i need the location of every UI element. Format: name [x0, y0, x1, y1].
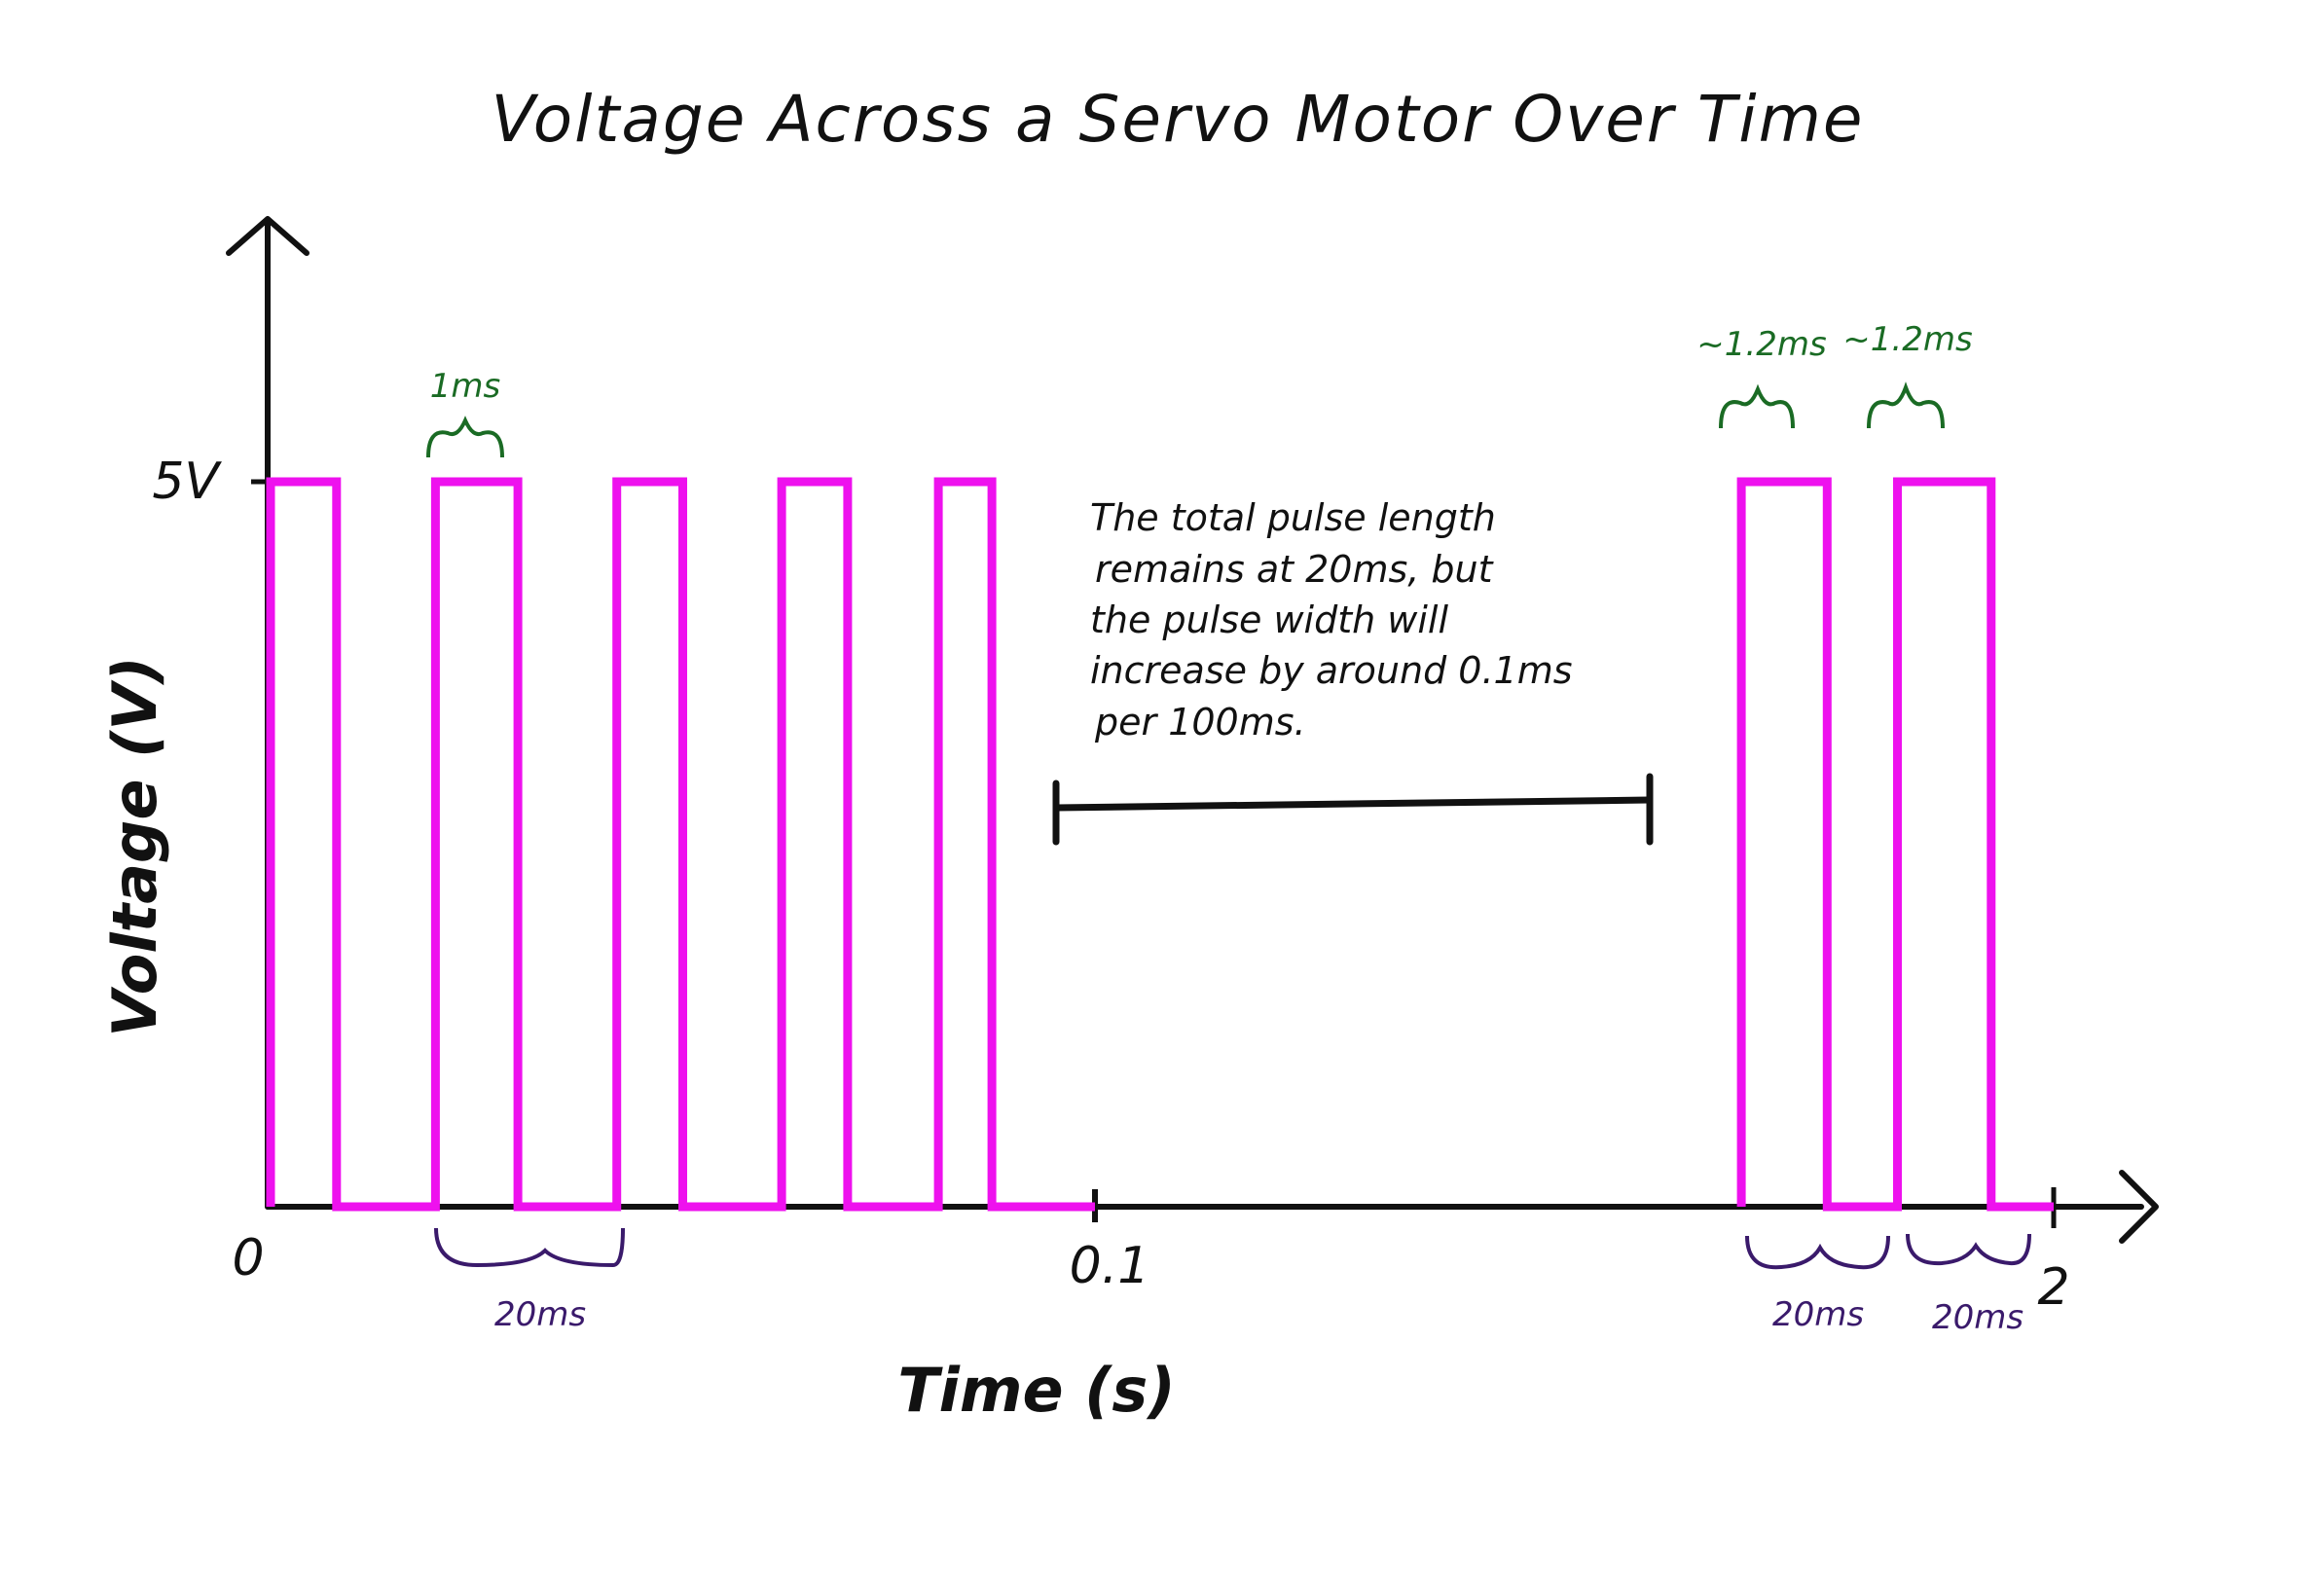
- y-tick-label-5v: 5V: [152, 453, 222, 511]
- pulse-segment-2: [1736, 477, 2054, 1212]
- annotation-period-late-2: 20ms: [1932, 1298, 2024, 1337]
- annotation-pulse-width-late-2: ~1.2ms: [1842, 320, 1972, 359]
- pulse-width-annotations: 1ms ~1.2ms ~1.2ms: [426, 320, 1973, 458]
- note-block: The total pulse length remains at 20ms, …: [1090, 496, 1573, 744]
- pulse-1-3: [617, 482, 683, 1207]
- pulse-train: [266, 477, 2054, 1212]
- annotation-pulse-width-first: 1ms: [430, 367, 500, 406]
- brace-period-late-2: [1906, 1233, 2031, 1266]
- note-line-3: the pulse width will: [1090, 598, 1448, 641]
- pulse-1-2: [435, 482, 518, 1207]
- brace-pulse-width-late-2: [1867, 381, 1945, 429]
- pulse-1-1: [271, 482, 337, 1207]
- x-tick-label-0-1: 0.1: [1070, 1237, 1150, 1295]
- annotation-period-first: 20ms: [494, 1295, 586, 1334]
- bracket-bar: [1052, 796, 1654, 812]
- chart-title: Voltage Across a Servo Motor Over Time: [492, 82, 1865, 157]
- pulse-1-5: [938, 482, 992, 1207]
- time-gap-bracket: [1052, 773, 1654, 846]
- pulse-2-1: [1741, 482, 1827, 1207]
- x-axis-arrow: [2119, 1170, 2159, 1244]
- brace-period-late-1: [1745, 1235, 1890, 1270]
- brace-pulse-width-late-1: [1719, 383, 1795, 429]
- x-axis-label: Time (s): [897, 1355, 1175, 1426]
- note-line-2: remains at 20ms, but: [1095, 548, 1495, 591]
- note-line-4: increase by around 0.1ms: [1090, 649, 1573, 692]
- x-tick-label-2: 2: [2037, 1258, 2069, 1317]
- y-axis-label: Voltage (V): [99, 656, 170, 1036]
- annotation-pulse-width-late-1: ~1.2ms: [1696, 325, 1826, 364]
- pulse-segment-1: [266, 477, 1095, 1212]
- annotation-period-late-1: 20ms: [1772, 1295, 1864, 1334]
- pulse-2-2: [1898, 482, 1991, 1207]
- brace-period-first: [434, 1227, 625, 1268]
- brace-pulse-width-first: [426, 416, 504, 458]
- period-annotations: 20ms 20ms 20ms: [434, 1227, 2031, 1337]
- x-tick-label-0: 0: [232, 1229, 264, 1288]
- note-line-1: The total pulse length: [1090, 496, 1496, 539]
- pulse-1-4: [782, 482, 848, 1207]
- y-axis-arrow: [226, 216, 310, 256]
- note-line-5: per 100ms.: [1094, 701, 1306, 744]
